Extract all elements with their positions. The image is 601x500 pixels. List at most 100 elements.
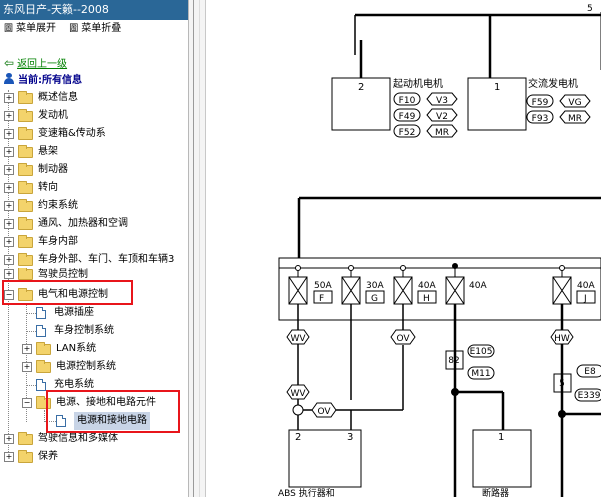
document-icon bbox=[36, 325, 46, 337]
fuse-rating: 40A bbox=[577, 281, 595, 291]
expand-plus-icon[interactable]: + bbox=[4, 237, 14, 247]
folder-icon bbox=[18, 180, 33, 194]
expand-plus-icon[interactable]: + bbox=[4, 269, 14, 279]
back-arrow-icon: ⇦ bbox=[4, 55, 15, 70]
tree-folder-label: 电源控制系统 bbox=[56, 361, 116, 372]
tree-folder-label: 驾驶员控制 bbox=[38, 269, 88, 280]
starter-pin: 2 bbox=[358, 82, 364, 93]
tree-guide-line bbox=[26, 385, 36, 386]
tree-guide-line bbox=[44, 421, 56, 422]
expand-plus-icon[interactable]: + bbox=[4, 93, 14, 103]
window-title: 东风日产-天籁--2008 bbox=[0, 0, 188, 20]
tree-folder[interactable]: + 发动机 bbox=[4, 107, 68, 125]
alternator-connector-code: F93 bbox=[532, 114, 549, 124]
tree-folder-label: 变速箱&传动系 bbox=[38, 128, 106, 139]
tree-folder[interactable]: + 驾驶员控制 bbox=[4, 268, 88, 280]
folder-icon bbox=[18, 216, 33, 230]
tree-folder-label: 悬架 bbox=[38, 146, 58, 157]
alternator-label: 交流发电机 bbox=[528, 77, 578, 90]
tree-doc-item[interactable]: 充电系统 bbox=[36, 376, 94, 394]
breaker-pin: 1 bbox=[498, 432, 504, 443]
tree-folder[interactable]: +保养 bbox=[4, 448, 58, 466]
tree-folder[interactable]: + LAN系统 bbox=[22, 340, 96, 358]
menu-collapse-button[interactable]: 圖菜单折叠 bbox=[69, 23, 121, 34]
wiring-diagram: 起动机电机 交流发电机 2 1 5 F10 V3 F49 V2 F52 MR F… bbox=[206, 0, 601, 499]
expand-plus-icon[interactable]: + bbox=[4, 219, 14, 229]
back-link-label: 返回上一级 bbox=[17, 59, 68, 70]
connector-code: E8 bbox=[584, 367, 596, 377]
tree-folder[interactable]: + 通风、加热器和空调 bbox=[4, 215, 128, 233]
collapse-minus-icon[interactable]: − bbox=[22, 398, 32, 408]
expand-plus-icon[interactable]: + bbox=[4, 165, 14, 175]
expand-plus-icon[interactable]: + bbox=[4, 434, 14, 444]
fuse-letter: G bbox=[371, 294, 378, 304]
tree-doc-item-selected[interactable]: 电源和接地电路 bbox=[56, 412, 150, 430]
folder-icon bbox=[18, 268, 33, 280]
tree-folder[interactable]: + 驾驶信息和多媒体 bbox=[4, 430, 118, 448]
tree-folder[interactable]: + 车身内部 bbox=[4, 233, 78, 251]
fuse-rating: 50A bbox=[314, 281, 332, 291]
expand-plus-icon[interactable]: + bbox=[22, 362, 32, 372]
expand-plus-icon[interactable]: + bbox=[4, 452, 14, 462]
tree-folder-expanded[interactable]: − 电源、接地和电路元件 bbox=[22, 394, 156, 412]
tree-folder[interactable]: +车身外部、车门、车顶和车辆3 bbox=[4, 251, 174, 269]
pane-splitter[interactable] bbox=[188, 0, 206, 497]
current-location-label: 当前:所有信息 bbox=[18, 75, 82, 86]
tree-folder[interactable]: + 变速箱&传动系 bbox=[4, 125, 106, 143]
wire-color-tag: OV bbox=[396, 334, 410, 344]
wire-color-tag: WV bbox=[290, 389, 306, 399]
alternator-color-code: MR bbox=[568, 114, 582, 124]
menu-collapse-label: 菜单折叠 bbox=[81, 23, 122, 34]
fuse-letter: H bbox=[423, 294, 430, 304]
tree-folder-label: 转向 bbox=[38, 182, 58, 193]
expand-plus-icon[interactable]: + bbox=[4, 129, 14, 139]
collapse-minus-icon[interactable]: − bbox=[4, 290, 14, 300]
folder-icon bbox=[18, 252, 33, 266]
menu-bullet-icon: 圖 bbox=[69, 24, 79, 34]
wire-color-tag: HW bbox=[554, 334, 570, 344]
tree-folder-label: 概述信息 bbox=[38, 92, 78, 103]
tree-folder[interactable]: + 概述信息 bbox=[4, 89, 78, 107]
expand-plus-icon[interactable]: + bbox=[4, 255, 14, 265]
alternator-color-code: VG bbox=[568, 98, 581, 108]
fuse-rating: 40A bbox=[418, 281, 436, 291]
tree-folder[interactable]: + 转向 bbox=[4, 179, 58, 197]
highlight-box bbox=[2, 280, 133, 305]
abs-pin: 2 bbox=[295, 432, 301, 443]
tree-folder-label: 车身内部 bbox=[38, 236, 78, 247]
folder-icon bbox=[18, 234, 33, 248]
tree-folder-label: 发动机 bbox=[38, 110, 68, 121]
tree-folder-label: 通风、加热器和空调 bbox=[38, 218, 128, 229]
starter-color-code: V2 bbox=[436, 112, 448, 122]
connector-code: E105 bbox=[470, 347, 493, 357]
tree-folder-label: 制动器 bbox=[38, 164, 68, 175]
tree-folder-label: 电源、接地和电路元件 bbox=[56, 397, 156, 408]
tree-doc-item[interactable]: 车身控制系统 bbox=[36, 322, 114, 340]
menu-expand-button[interactable]: 圖菜单展开 bbox=[4, 23, 56, 34]
expand-plus-icon[interactable]: + bbox=[4, 183, 14, 193]
tree-folder-label: 电气和电源控制 bbox=[38, 289, 108, 300]
folder-icon bbox=[18, 198, 33, 212]
connector-pin: 5 bbox=[559, 379, 565, 389]
alternator-pin: 1 bbox=[494, 82, 500, 93]
tree-doc-item[interactable]: 电源插座 bbox=[36, 304, 94, 322]
expand-plus-icon[interactable]: + bbox=[4, 111, 14, 121]
expand-plus-icon[interactable]: + bbox=[22, 344, 32, 354]
tree-folder-label: 驾驶信息和多媒体 bbox=[38, 433, 118, 444]
connector-code: M11 bbox=[471, 369, 490, 379]
wire-color-tag: WV bbox=[290, 334, 306, 344]
back-link[interactable]: ⇦ 返回上一级 bbox=[4, 55, 68, 71]
top-connector-pin: 5 bbox=[587, 4, 593, 14]
tree-folder[interactable]: + 制动器 bbox=[4, 161, 68, 179]
expand-plus-icon[interactable]: + bbox=[4, 201, 14, 211]
breaker-label: 断路器 bbox=[482, 487, 509, 497]
expand-plus-icon[interactable]: + bbox=[4, 147, 14, 157]
tree-folder[interactable]: + 悬架 bbox=[4, 143, 58, 161]
tree-folder-expanded[interactable]: − 电气和电源控制 bbox=[4, 286, 108, 304]
tree-folder[interactable]: + 电源控制系统 bbox=[22, 358, 116, 376]
tree-folder-label: 约束系统 bbox=[38, 200, 78, 211]
folder-icon bbox=[18, 90, 33, 104]
tree-folder[interactable]: + 约束系统 bbox=[4, 197, 78, 215]
tree-folder-label: LAN系统 bbox=[56, 343, 97, 354]
highlight-box bbox=[46, 390, 180, 433]
